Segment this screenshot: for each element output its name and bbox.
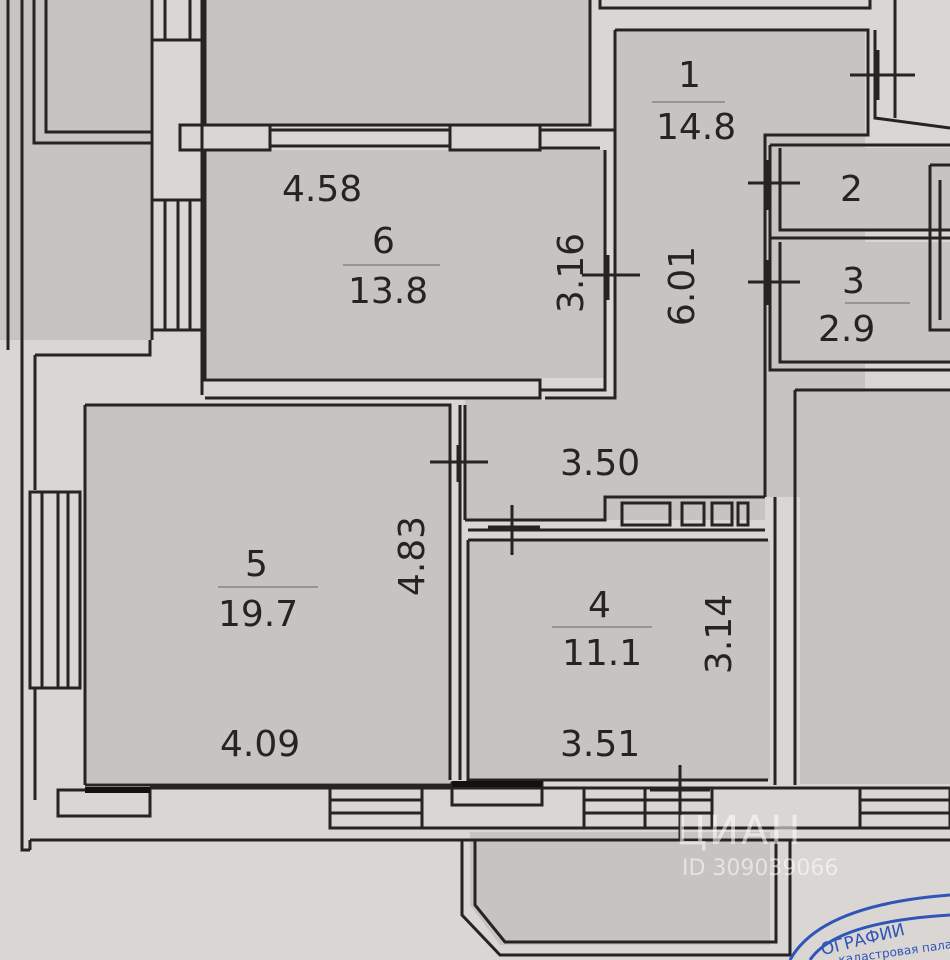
room-4-area bbox=[468, 540, 770, 780]
room-4-area: 11.1 bbox=[562, 633, 643, 674]
right-room-area bbox=[800, 392, 950, 784]
dimension-room6-width: 4.58 bbox=[282, 169, 363, 210]
room-4-number: 4 bbox=[588, 585, 611, 626]
room-2-number: 2 bbox=[840, 169, 863, 210]
corridor-area bbox=[465, 400, 765, 520]
room-6-number: 6 bbox=[372, 221, 395, 262]
room-3-number: 3 bbox=[842, 261, 865, 302]
room-6-area bbox=[205, 150, 605, 378]
watermark-id: ID 309039066 bbox=[682, 856, 839, 881]
dimension-room6-height: 3.16 bbox=[551, 232, 593, 314]
stamp-seal bbox=[788, 893, 950, 960]
room-2-area bbox=[780, 148, 950, 230]
upper-left-window bbox=[32, 0, 152, 145]
dimension-room5-width: 4.09 bbox=[220, 724, 301, 765]
dimension-room4-width: 3.51 bbox=[560, 724, 641, 765]
room-1-number: 1 bbox=[678, 55, 701, 96]
door-marks bbox=[430, 50, 915, 840]
top-room-area bbox=[205, 0, 590, 125]
dimension-room1-length: 6.01 bbox=[662, 245, 704, 327]
balcony-area bbox=[470, 832, 770, 945]
room-5-area bbox=[85, 405, 450, 783]
outer-wall-left bbox=[6, 0, 24, 350]
room-5-number: 5 bbox=[245, 544, 268, 585]
dimension-room4-height: 3.14 bbox=[699, 593, 741, 675]
room-5-area: 19.7 bbox=[218, 594, 299, 635]
dimension-corridor-width: 3.50 bbox=[560, 443, 641, 484]
room-6-area: 13.8 bbox=[348, 271, 429, 312]
watermark-brand: ЦИАН bbox=[676, 808, 803, 854]
left-top-area bbox=[0, 0, 150, 340]
dimension-room5-height: 4.83 bbox=[392, 515, 434, 597]
room-1-area: 14.8 bbox=[656, 107, 737, 148]
walls bbox=[6, 0, 950, 957]
room-3-area: 2.9 bbox=[818, 309, 876, 350]
